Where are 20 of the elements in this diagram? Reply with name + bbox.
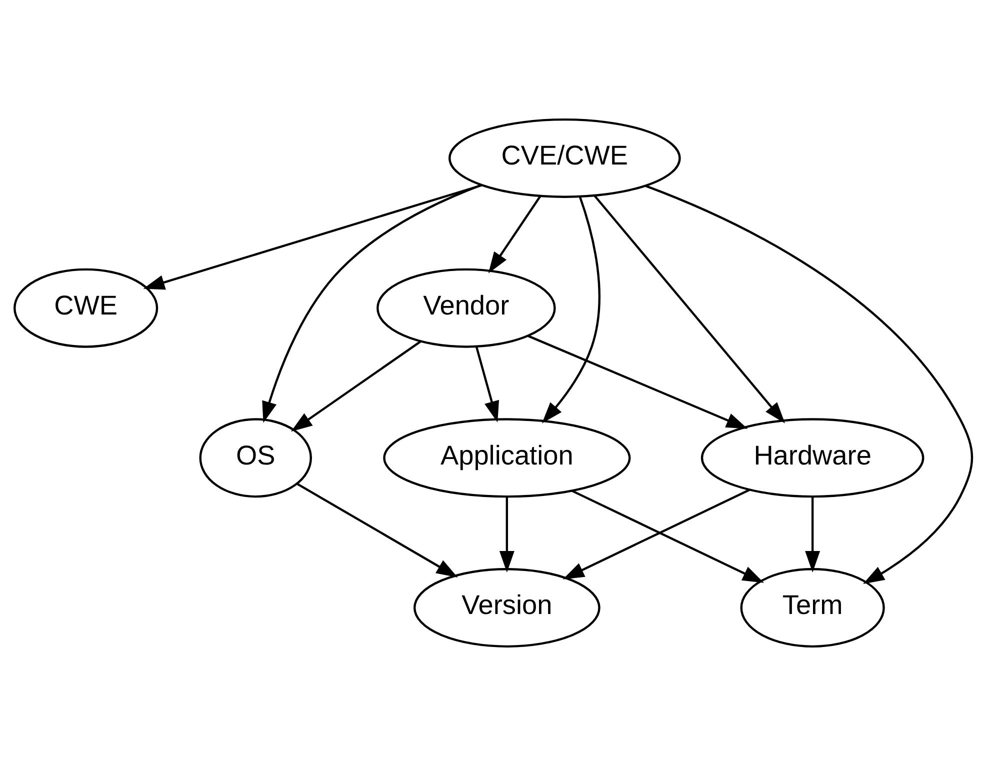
node-ellipse: Application	[383, 418, 631, 498]
arrow	[542, 196, 600, 424]
arrow	[528, 334, 748, 429]
arrow	[488, 196, 542, 274]
node-ellipse: OS	[199, 418, 312, 498]
arrow	[499, 496, 514, 572]
node-ellipse: CWE	[14, 268, 158, 348]
arrow	[290, 340, 422, 432]
arrow	[594, 194, 786, 424]
arrow	[475, 346, 500, 422]
node-ellipse: Version	[413, 568, 600, 648]
arrow	[143, 184, 482, 290]
arrow	[805, 496, 820, 572]
node-ellipse: Hardware	[700, 418, 924, 498]
node-ellipse: Vendor	[376, 268, 556, 348]
node-ellipse: CVE/CWE	[448, 118, 681, 198]
arrow	[262, 184, 482, 423]
node-ellipse: Term	[740, 568, 885, 648]
arrow	[645, 184, 973, 584]
arrow	[296, 482, 458, 578]
